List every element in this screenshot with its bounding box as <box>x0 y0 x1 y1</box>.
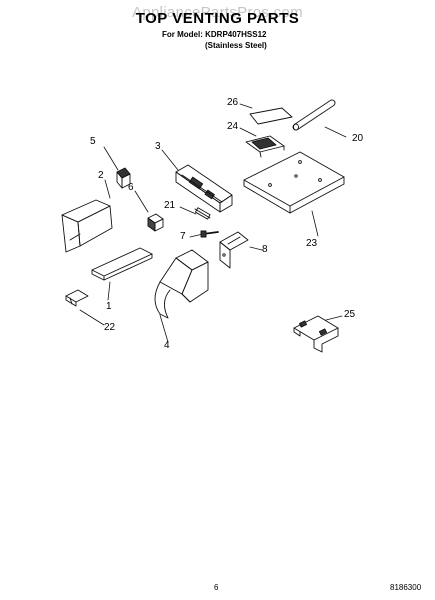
callout-26: 26 <box>227 97 239 108</box>
part-20-tube <box>292 99 336 131</box>
callout-22: 22 <box>104 322 116 333</box>
leader-lines <box>79 103 347 343</box>
callout-3: 3 <box>155 141 161 152</box>
callout-7: 7 <box>180 231 186 242</box>
callout-8: 8 <box>262 244 268 255</box>
watermark: AppliancePartsPros.com <box>132 4 303 21</box>
part-3-blower-assembly <box>175 164 233 213</box>
part-23-top-panel <box>243 151 345 214</box>
page-title: TOP VENTING PARTS <box>135 10 300 27</box>
part-22-small-bracket <box>65 289 89 307</box>
part-7-screw <box>200 230 219 238</box>
part-2-vent-duct <box>61 199 113 253</box>
part-1-plate <box>91 247 153 281</box>
part-26-filter-pad <box>249 107 293 125</box>
part-25-mounting-bracket <box>293 315 339 353</box>
part-6-connector <box>147 213 164 232</box>
callout-6: 6 <box>128 182 134 193</box>
part-5-switch <box>116 167 131 189</box>
callout-1: 1 <box>106 301 112 312</box>
model-line: For Model: KDRP407HSS12 <box>162 30 267 39</box>
doc-number: 8186300 <box>390 583 422 592</box>
part-21-fuse <box>194 207 211 220</box>
callout-20: 20 <box>352 133 364 144</box>
part-4-duct-housing <box>154 249 209 319</box>
finish-line: (Stainless Steel) <box>205 41 267 50</box>
callout-25: 25 <box>344 309 356 320</box>
callout-24: 24 <box>227 121 239 132</box>
callout-5: 5 <box>90 136 96 147</box>
page-number: 6 <box>214 583 219 592</box>
callout-2: 2 <box>98 170 104 181</box>
callout-23: 23 <box>306 238 318 249</box>
part-24-bracket <box>245 135 285 158</box>
part-8-bracket <box>219 231 249 269</box>
callout-4: 4 <box>164 340 170 351</box>
callout-21: 21 <box>164 200 176 211</box>
